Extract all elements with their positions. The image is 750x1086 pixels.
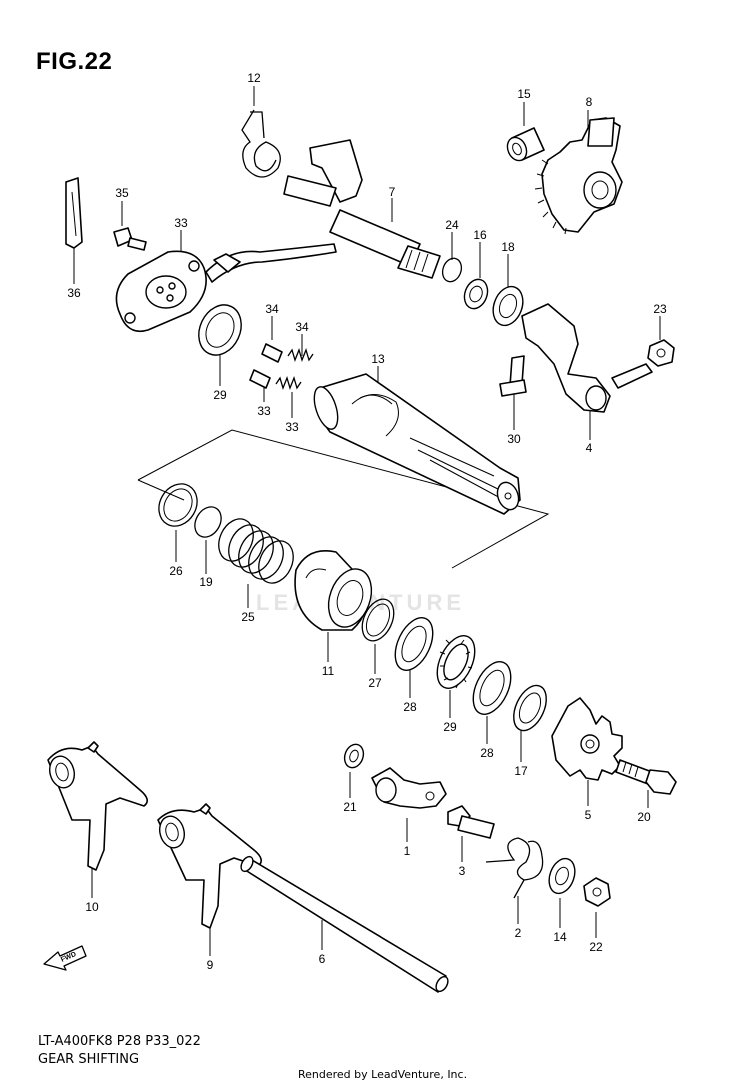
label-part-12: 12 <box>247 71 261 85</box>
label-part-17: 17 <box>514 764 528 778</box>
label-part-13: 13 <box>371 352 385 366</box>
shift-arm-4 <box>521 303 653 413</box>
label-part-5: 5 <box>585 808 592 822</box>
label-part-35: 35 <box>115 186 129 200</box>
star-cam-5 <box>551 697 623 781</box>
plunger-33a <box>261 343 283 363</box>
label-part-4: 4 <box>586 441 593 455</box>
bolt-3 <box>447 805 495 839</box>
label-part-34a: 34 <box>295 320 309 334</box>
plunger-33b <box>249 369 271 389</box>
label-part-30: 29 <box>213 388 227 402</box>
label-part-33a: 34 <box>265 302 279 316</box>
fork-shaft-6 <box>240 855 449 993</box>
spring-12 <box>241 109 281 178</box>
label-part-18: 18 <box>501 240 515 254</box>
label-part-29: 29 <box>443 720 457 734</box>
coil-spring-25 <box>218 518 294 584</box>
washer-16 <box>463 278 489 310</box>
seal-18 <box>492 285 524 327</box>
leader-lines <box>73 86 661 956</box>
shift-fork-10 <box>47 741 148 871</box>
label-part-14: 14 <box>553 930 567 944</box>
label-part-10: 10 <box>85 900 99 914</box>
washer-28a <box>394 617 434 671</box>
washer-17 <box>513 684 547 732</box>
label-part-27: 27 <box>368 676 382 690</box>
label-part-8: 8 <box>586 95 593 109</box>
label-part-3: 3 <box>459 864 466 878</box>
spring-34b <box>275 376 302 390</box>
label-part-15: 15 <box>517 87 531 101</box>
snap-ring-24 <box>441 257 463 283</box>
label-part-34b: 33 <box>285 420 299 434</box>
assembly-boundary <box>137 429 550 569</box>
ring-19 <box>194 506 222 538</box>
sensor-32 <box>115 243 337 333</box>
label-part-23: 23 <box>653 302 667 316</box>
label-part-22: 22 <box>589 940 603 954</box>
diagram-subtitle: GEAR SHIFTING <box>38 1052 140 1067</box>
bushing-15 <box>506 127 545 162</box>
clip-36 <box>65 177 83 249</box>
shift-cam-11 <box>294 550 373 631</box>
spring-34a <box>287 348 314 362</box>
label-part-36: 36 <box>67 286 81 300</box>
shift-drum-13 <box>313 373 521 515</box>
label-part-24: 24 <box>445 218 459 232</box>
forward-arrow-icon: FWD <box>43 945 87 971</box>
label-part-6: 6 <box>319 952 326 966</box>
label-part-19: 19 <box>199 575 213 589</box>
nut-23 <box>647 339 675 367</box>
stopper-arm-1 <box>371 767 447 809</box>
circlip-27 <box>361 598 395 642</box>
gasket-30 <box>198 304 242 356</box>
render-credit: Rendered by LeadVenture, Inc. <box>298 1068 468 1081</box>
nut-22 <box>583 877 611 907</box>
label-part-25: 25 <box>241 610 255 624</box>
label-part-9: 9 <box>207 958 214 972</box>
label-part-11: 11 <box>322 664 335 678</box>
label-part-16: 16 <box>473 228 487 242</box>
part-labels: 12 15 8 7 35 33 24 16 18 36 23 34 34 13 … <box>67 71 667 972</box>
label-part-33b: 33 <box>257 404 271 418</box>
label-part-7: 7 <box>389 185 396 199</box>
gear-sector-8 <box>534 117 623 235</box>
bolt-31 <box>499 355 527 397</box>
shift-shaft-7 <box>283 139 441 279</box>
diagram-code: LT-A400FK8 P28 P33_022 <box>38 1034 201 1049</box>
label-part-28a: 28 <box>403 700 417 714</box>
label-part-20: 20 <box>637 810 651 824</box>
circlip-26 <box>158 483 198 527</box>
washer-28b <box>472 661 512 715</box>
bolt-20 <box>615 759 677 795</box>
washer-21 <box>343 743 365 769</box>
bearing-29 <box>436 635 476 689</box>
label-part-31: 30 <box>507 432 521 446</box>
figure-title: FIG.22 <box>36 48 113 75</box>
label-part-21: 21 <box>343 800 357 814</box>
label-part-28b: 28 <box>480 746 494 760</box>
bolt-35 <box>113 227 147 251</box>
label-part-1: 1 <box>404 844 411 858</box>
label-part-2: 2 <box>515 926 522 940</box>
label-part-26: 26 <box>169 564 183 578</box>
spring-2 <box>485 837 544 899</box>
label-part-32: 33 <box>174 216 188 230</box>
washer-14 <box>548 857 576 895</box>
shift-fork-9 <box>157 803 262 929</box>
